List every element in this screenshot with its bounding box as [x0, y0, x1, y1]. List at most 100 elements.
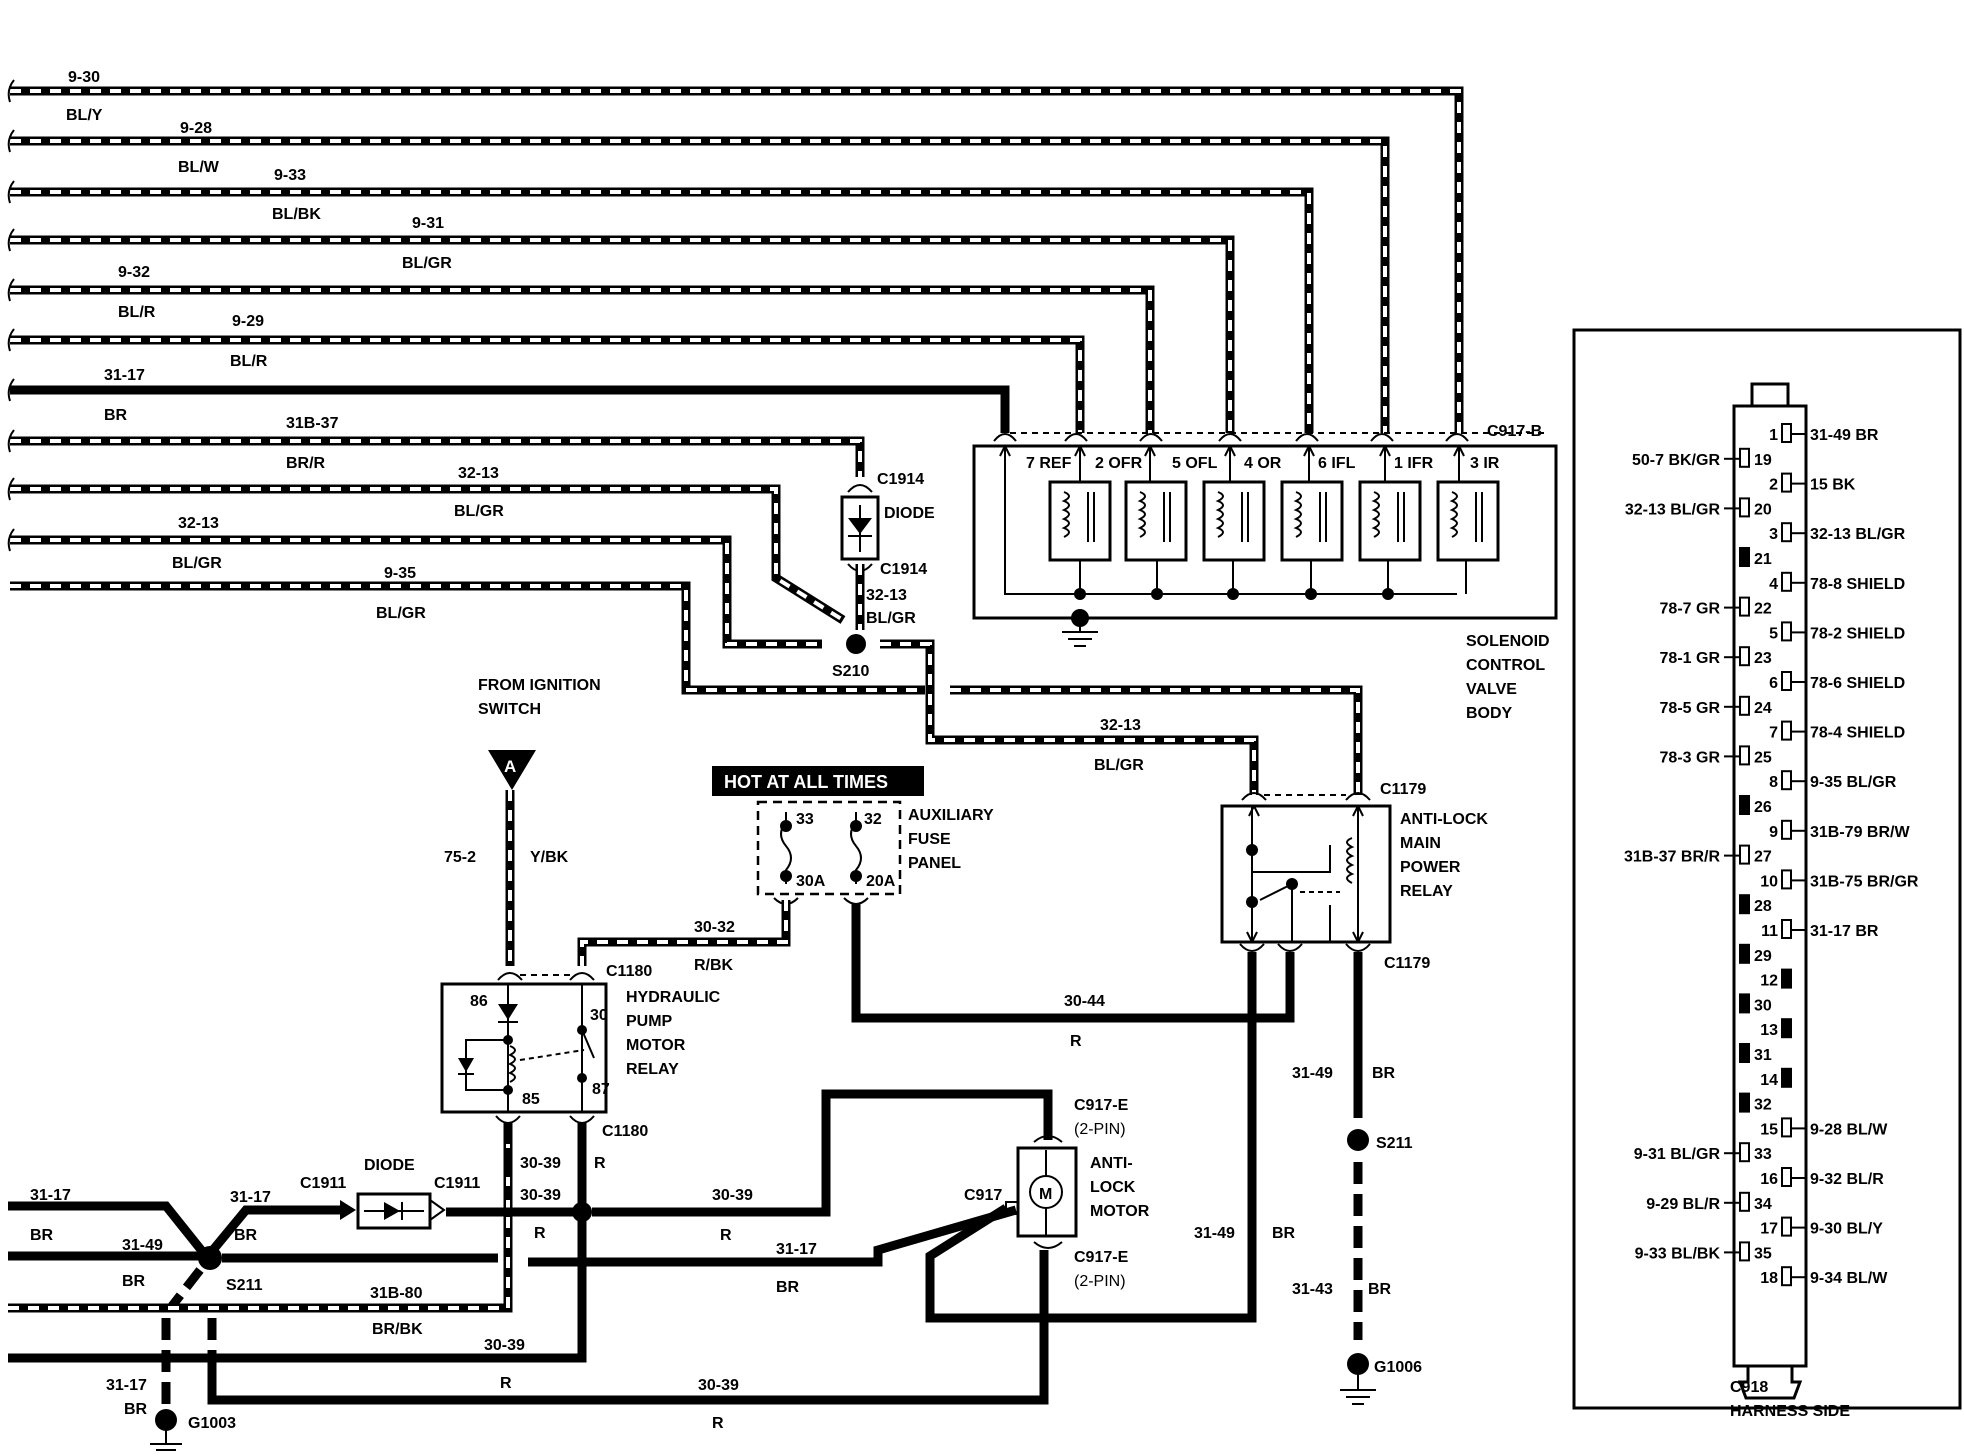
- c918-title: C918: [1730, 1379, 1768, 1396]
- c918-pin-number: 13: [1760, 1022, 1778, 1039]
- c918-pin-number: 7: [1769, 725, 1778, 742]
- c918-pin-number: 14: [1760, 1072, 1778, 1089]
- c918-pin-2: [1781, 472, 1792, 493]
- pump-relay-title-4: RELAY: [626, 1061, 679, 1078]
- wire-31-49-lower-label: 31-49: [1194, 1225, 1235, 1242]
- main-relay-title-1: ANTI-LOCK: [1400, 811, 1488, 828]
- diode-wire-circuit: 32-13: [866, 587, 907, 604]
- solenoid-title-3: VALVE: [1466, 681, 1517, 698]
- c918-pin-number: 33: [1754, 1146, 1772, 1163]
- c918-right-label: 32-13 BL/GR: [1810, 526, 1906, 543]
- pump-pin-85: 85: [522, 1091, 540, 1108]
- c918-pin-number: 4: [1769, 576, 1778, 593]
- anti-lock-motor: M C917-E (2-PIN) ANTI- LOCK MOTOR C917 C…: [925, 1097, 1252, 1400]
- c918-pin-number: 16: [1760, 1171, 1778, 1188]
- wire-32-13-relay-feed: 32-13 BL/GR: [880, 639, 1363, 795]
- c918-pin-number: 35: [1754, 1245, 1772, 1262]
- c918-pin-17: [1781, 1216, 1792, 1237]
- wire-31-49-label: 31-49: [1292, 1065, 1333, 1082]
- wire-30-44: 30-44 R: [851, 904, 1295, 1050]
- c918-pin-number: 29: [1754, 948, 1772, 965]
- c918-pin-number: 22: [1754, 601, 1772, 618]
- c918-pin-33: [1739, 1142, 1750, 1163]
- lower-31-17-a: 31-17: [30, 1187, 71, 1204]
- pump-out-r: R: [594, 1155, 606, 1172]
- c918-pin-number: 5: [1769, 625, 1778, 642]
- c918-pin-4: [1781, 571, 1792, 592]
- harness-wire-labels: 9-30 BL/Y 9-28 BL/W 9-33 BL/BK 9-31 BL/G…: [66, 69, 504, 622]
- c918-pin-number: 21: [1754, 551, 1772, 568]
- motor-feed-30-39: 30-39: [712, 1187, 753, 1204]
- wire-30-32: 30-32 R/BK: [577, 900, 791, 974]
- c918-pin-5: [1781, 621, 1792, 642]
- lower-br-c: BR: [122, 1273, 146, 1290]
- fuse-panel-title-2: FUSE: [908, 831, 951, 848]
- lower-31-17-g: 31-17: [106, 1377, 147, 1394]
- c918-right-label: 78-4 SHIELD: [1810, 725, 1905, 742]
- pump-feed-circuit: 30-32: [694, 919, 735, 936]
- wire-30-44-color: R: [1070, 1033, 1082, 1050]
- c918-pin-35: [1739, 1241, 1750, 1262]
- wire-label-9-35: 9-35: [384, 565, 416, 582]
- c918-pin-8: [1781, 770, 1792, 791]
- wire-color-32-13-a: BL/GR: [454, 503, 504, 520]
- c918-left-label: 50-7 BK/GR: [1632, 452, 1720, 469]
- lower-30-39-a: 30-39: [484, 1337, 525, 1354]
- c918-pin-number: 1: [1769, 427, 1778, 444]
- c918-pin-21: [1739, 547, 1750, 567]
- relay-feed-circuit: 32-13: [1100, 717, 1141, 734]
- c918-pin-11: [1781, 919, 1792, 939]
- c918-pin-number: 19: [1754, 452, 1772, 469]
- motor-pin-note-bottom: (2-PIN): [1074, 1273, 1126, 1290]
- pin-6-ifl: 6 IFL: [1318, 455, 1356, 472]
- motor-symbol: M: [1039, 1186, 1052, 1203]
- c918-right-label: 9-32 BL/R: [1810, 1171, 1884, 1188]
- ground-g1003: G1003: [188, 1415, 236, 1432]
- c918-left-label: 9-29 BL/R: [1646, 1196, 1720, 1213]
- c918-left-label: 78-7 GR: [1660, 601, 1721, 618]
- c918-right-label: 9-34 BL/W: [1810, 1270, 1888, 1287]
- splice-s211-right: S211: [1376, 1135, 1413, 1152]
- c918-pin-number: 15: [1760, 1121, 1778, 1138]
- ignition-circuit: 75-2: [444, 849, 476, 866]
- motor-pin-note-top: (2-PIN): [1074, 1121, 1126, 1138]
- c918-pin-27: [1739, 844, 1750, 865]
- c1914-top: C1914: [877, 471, 924, 488]
- c918-left-label: 78-1 GR: [1660, 650, 1721, 667]
- pin-4-or: 4 OR: [1244, 455, 1282, 472]
- wire-31-43-label: 31-43: [1292, 1281, 1333, 1298]
- wire-label-32-13-a: 32-13: [458, 465, 499, 482]
- solenoid-title-4: BODY: [1466, 705, 1513, 722]
- fuse-panel-title-3: PANEL: [908, 855, 961, 872]
- c1914-bottom: C1914: [880, 561, 927, 578]
- motor-title-2: LOCK: [1090, 1179, 1136, 1196]
- c918-pin-24: [1739, 695, 1750, 716]
- wire-label-9-31: 9-31: [412, 215, 444, 232]
- c918-pin-number: 3: [1769, 526, 1778, 543]
- hot-at-all-times-banner: HOT AT ALL TIMES: [724, 772, 888, 792]
- c918-pin-12: [1781, 968, 1792, 989]
- wire-label-9-30: 9-30: [68, 69, 100, 86]
- c918-pin-number: 8: [1769, 774, 1778, 791]
- diode-wire-color: BL/GR: [866, 610, 916, 627]
- wire-label-9-33: 9-33: [274, 167, 306, 184]
- c918-pin-25: [1739, 745, 1750, 766]
- ignition-label-2: SWITCH: [478, 701, 541, 718]
- wire-30-44-label: 30-44: [1064, 993, 1105, 1010]
- lower-br-b: BR: [234, 1227, 258, 1244]
- solenoid-valve-body: C917-B 7 REF 2 OFR 5 OFL 4 OR 6 IFL 1 IF…: [972, 423, 1558, 722]
- c918-right-label: 31B-75 BR/GR: [1810, 873, 1919, 890]
- solenoid-title-2: CONTROL: [1466, 657, 1545, 674]
- c918-right-label: 78-6 SHIELD: [1810, 675, 1905, 692]
- wire-label-32-13-b: 32-13: [178, 515, 219, 532]
- c918-pin-number: 26: [1754, 799, 1772, 816]
- c918-pin-15: [1781, 1117, 1792, 1138]
- relay-feed-color: BL/GR: [1094, 757, 1144, 774]
- connector-c917b: C917-B: [1487, 423, 1542, 440]
- pump-relay-title-2: PUMP: [626, 1013, 673, 1030]
- c917e-top: C917-E: [1074, 1097, 1129, 1114]
- c918-left-label: 78-5 GR: [1660, 700, 1721, 717]
- wire-31-49-color: BR: [1372, 1065, 1396, 1082]
- c918-pin-number: 12: [1760, 973, 1778, 990]
- splice-s210: S210: [832, 663, 869, 680]
